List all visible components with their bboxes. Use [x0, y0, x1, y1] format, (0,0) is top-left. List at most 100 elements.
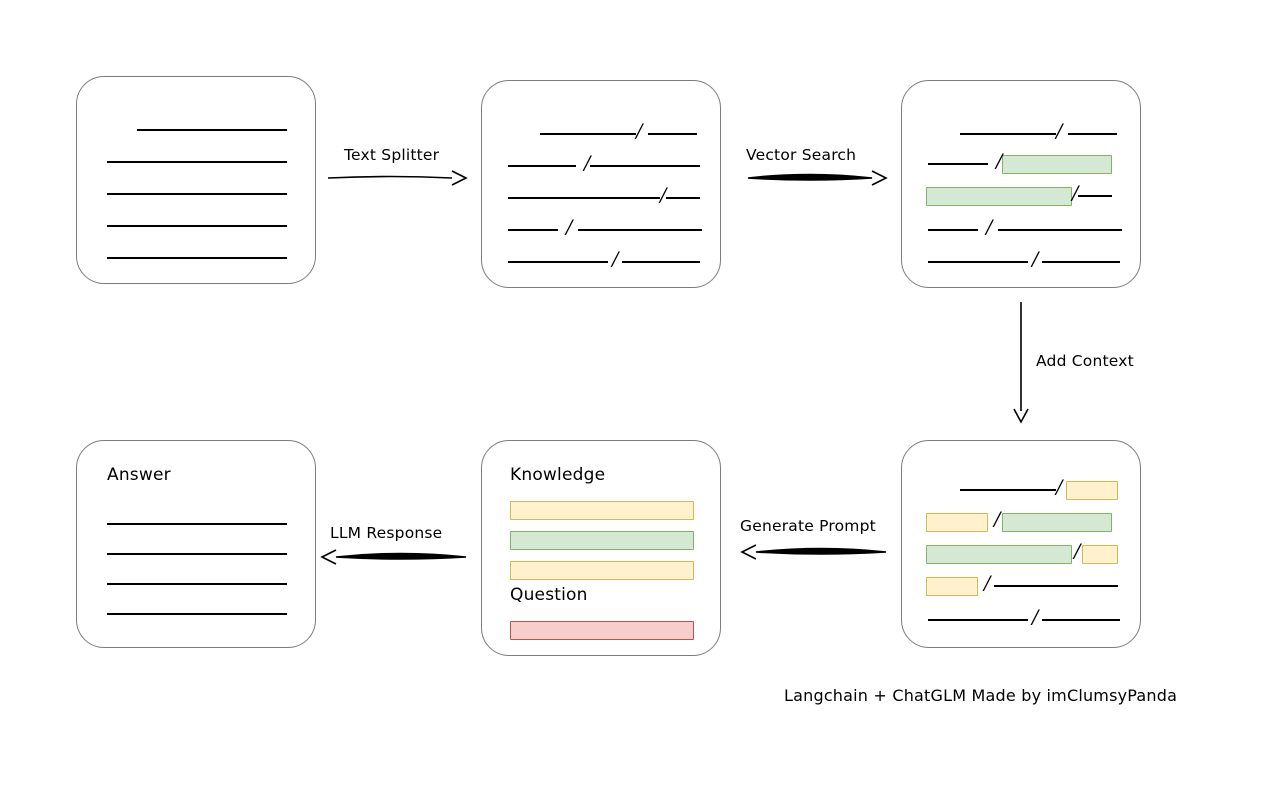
text-line-segment [928, 619, 1028, 621]
edge-vector-search-arrowhead [871, 170, 888, 186]
text-line-segment [994, 585, 1119, 587]
chunk-separator-slash: / [996, 149, 1003, 172]
edge-text-splitter-shaft [327, 175, 453, 179]
node-context-chunks-row-3: / [902, 573, 1140, 599]
node-prompt-heading-0: Knowledge [510, 465, 606, 485]
highlight-chip-yellow[interactable] [510, 560, 694, 580]
chunk-separator-slash: / [636, 119, 643, 142]
node-vector-matched-chunks-row-1: / [902, 151, 1140, 177]
node-context-chunks-row-1: / [902, 509, 1140, 535]
highlight-chip-yellow[interactable] [926, 576, 978, 596]
text-line-segment [590, 165, 701, 167]
text-line-segment [107, 193, 287, 195]
text-line-segment [666, 197, 701, 199]
text-line-segment [1042, 619, 1121, 621]
text-line-segment [928, 261, 1028, 263]
edge-llm-response-arrowhead [320, 549, 337, 565]
edge-label-generate-prompt: Generate Prompt [740, 517, 876, 535]
node-source-document-row-4 [77, 245, 315, 271]
node-vector-matched-chunks-row-2: / [902, 183, 1140, 209]
node-prompt-row-1 [482, 527, 720, 553]
node-context-chunks-row-4: / [902, 607, 1140, 633]
highlight-chip-yellow[interactable] [926, 512, 988, 532]
chunk-separator-slash: / [584, 151, 591, 174]
highlight-chip-green[interactable] [926, 544, 1072, 564]
text-line-segment [107, 257, 287, 259]
text-line-segment [928, 229, 978, 231]
highlight-chip-green[interactable] [926, 186, 1072, 206]
node-source-document-row-2 [77, 181, 315, 207]
edge-label-text-splitter: Text Splitter [344, 146, 440, 164]
edge-label-llm-response: LLM Response [330, 524, 443, 542]
node-split-chunks-row-1: / [482, 153, 720, 179]
chunk-separator-slash: / [984, 571, 991, 594]
chunk-separator-slash: / [1056, 475, 1063, 498]
highlight-chip-green[interactable] [1002, 512, 1113, 532]
chunk-separator-slash: / [660, 183, 667, 206]
node-split-chunks-row-0: / [482, 121, 720, 147]
node-source-document[interactable] [76, 76, 316, 284]
chunk-separator-slash: / [1056, 119, 1063, 142]
chunk-separator-slash: / [1032, 247, 1039, 270]
chunk-separator-slash: / [612, 247, 619, 270]
node-vector-matched-chunks-row-3: / [902, 217, 1140, 243]
highlight-chip-green[interactable] [1002, 154, 1113, 174]
edge-vector-search-shaft [747, 173, 873, 181]
text-line-segment [578, 229, 703, 231]
node-answer-row-1 [77, 541, 315, 567]
edge-label-add-context: Add Context [1036, 352, 1134, 370]
text-line-segment [107, 583, 287, 585]
text-line-segment [960, 133, 1056, 135]
node-split-chunks-row-2: / [482, 185, 720, 211]
chunk-separator-slash: / [986, 215, 993, 238]
node-context-chunks[interactable]: / / / / / [901, 440, 1141, 648]
chunk-separator-slash: / [1074, 539, 1081, 562]
node-answer-row-0 [77, 511, 315, 537]
text-line-segment [508, 229, 558, 231]
text-line-segment [508, 165, 576, 167]
chunk-separator-slash: / [566, 215, 573, 238]
node-split-chunks-row-3: / [482, 217, 720, 243]
text-line-segment [107, 225, 287, 227]
node-context-chunks-row-0: / [902, 477, 1140, 503]
node-answer-heading-0: Answer [107, 465, 171, 485]
text-line-segment [1042, 261, 1121, 263]
node-source-document-row-0 [77, 117, 315, 143]
node-vector-matched-chunks-row-0: / [902, 121, 1140, 147]
text-line-segment [998, 229, 1123, 231]
text-line-segment [107, 553, 287, 555]
highlight-chip-yellow[interactable] [510, 500, 694, 520]
node-split-chunks[interactable]: / / / / / [481, 80, 721, 288]
edge-llm-response-shaft [335, 552, 467, 560]
edge-add-context-arrowhead [1013, 408, 1029, 424]
node-prompt-row-0 [482, 497, 720, 523]
highlight-chip-yellow[interactable] [1066, 480, 1119, 500]
highlight-chip-red[interactable] [510, 620, 694, 640]
text-line-segment [540, 133, 636, 135]
text-line-segment [508, 197, 660, 199]
highlight-chip-green[interactable] [510, 530, 694, 550]
text-line-segment [1078, 195, 1113, 197]
node-answer-row-3 [77, 601, 315, 627]
footer-credit: Langchain + ChatGLM Made by imClumsyPand… [784, 686, 1178, 705]
node-answer[interactable]: Answer [76, 440, 316, 648]
node-split-chunks-row-4: / [482, 249, 720, 275]
node-prompt-row-2 [482, 557, 720, 583]
chunk-separator-slash: / [1032, 605, 1039, 628]
text-line-segment [107, 613, 287, 615]
text-line-segment [107, 161, 287, 163]
node-vector-matched-chunks[interactable]: / / / / / [901, 80, 1141, 288]
node-answer-row-2 [77, 571, 315, 597]
text-line-segment [137, 129, 287, 131]
text-line-segment [1068, 133, 1118, 135]
text-line-segment [107, 523, 287, 525]
text-line-segment [648, 133, 698, 135]
highlight-chip-yellow[interactable] [1082, 544, 1119, 564]
text-line-segment [622, 261, 701, 263]
node-prompt-heading-1: Question [510, 585, 588, 605]
node-source-document-row-3 [77, 213, 315, 239]
node-prompt-row-3 [482, 617, 720, 643]
text-line-segment [960, 489, 1056, 491]
